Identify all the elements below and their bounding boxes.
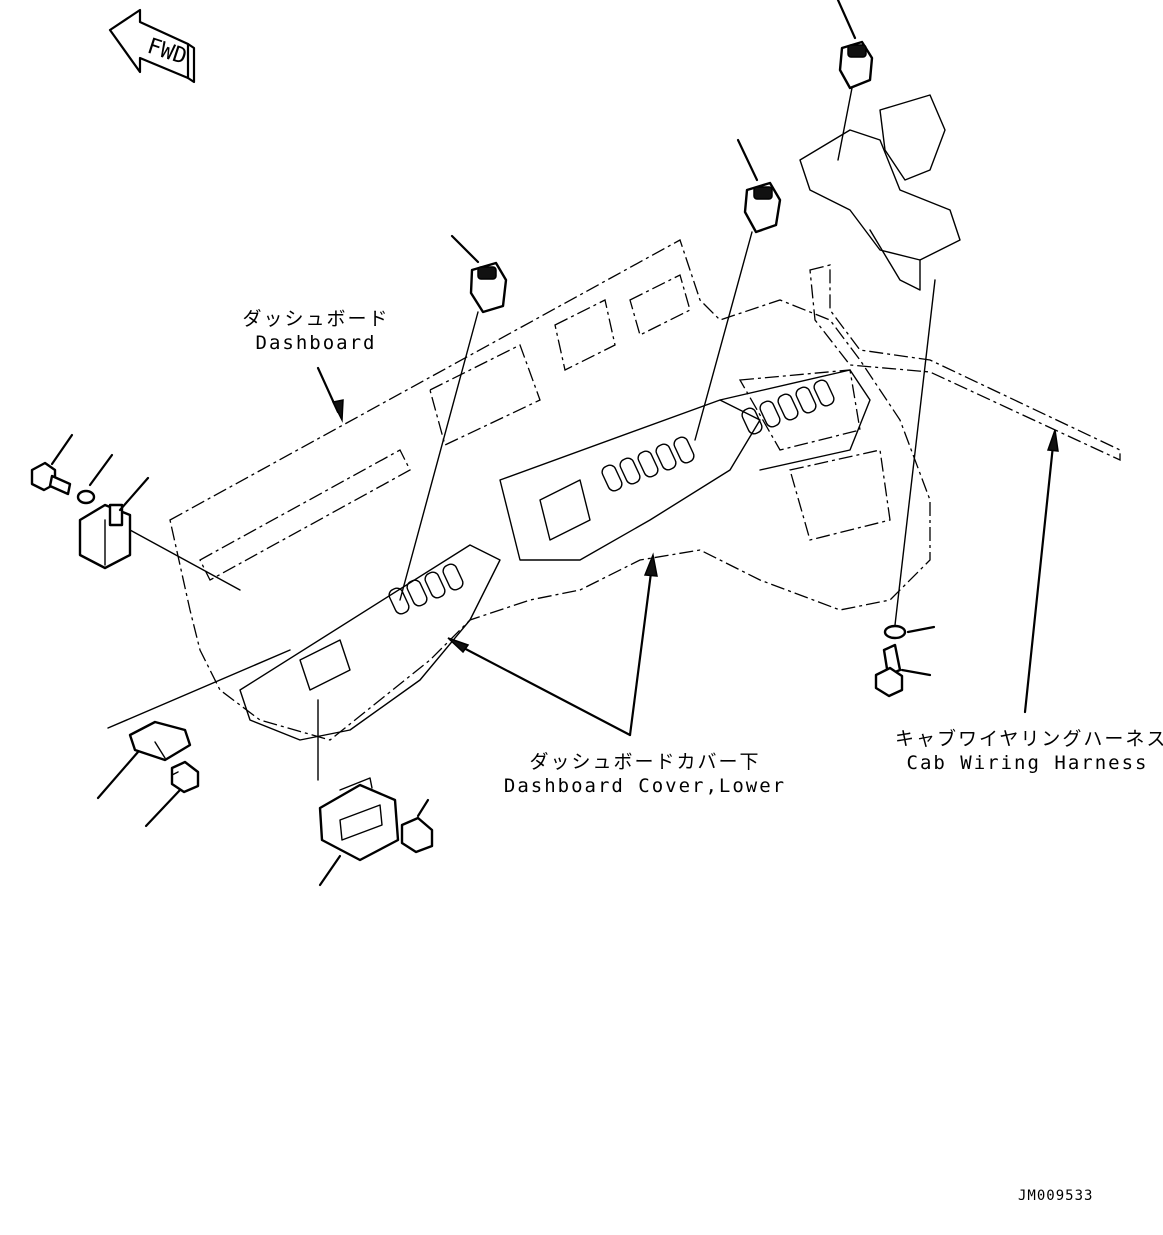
label-cover-en: Dashboard Cover,Lower <box>503 775 787 797</box>
rocker-switch-1 <box>836 0 874 161</box>
screw-bracket <box>144 760 200 828</box>
bolt-right <box>874 643 932 698</box>
label-dashboard-jp: ダッシュボード <box>242 308 390 330</box>
washer-left <box>76 453 114 505</box>
rocker-switch-3 <box>399 234 508 601</box>
label-harness-jp: キャブワイヤリングハーネス <box>895 728 1163 750</box>
leader-cover-right <box>628 552 658 737</box>
rocker-switch-2 <box>694 138 782 441</box>
label-dashboard-cover-lower: ダッシュボードカバー下 Dashboard Cover,Lower <box>500 750 790 798</box>
relay-box <box>317 699 400 887</box>
relay-left <box>78 476 241 591</box>
shift-console <box>799 94 961 291</box>
washer-right <box>883 279 936 640</box>
bracket-switch <box>96 649 291 800</box>
label-harness-en: Cab Wiring Harness <box>906 752 1149 774</box>
leader-dashboard <box>316 366 344 423</box>
fwd-text: FWD <box>144 34 190 70</box>
label-dashboard: ダッシュボード Dashboard <box>236 307 396 355</box>
drawing-code: JM009533 <box>1018 1188 1094 1204</box>
vent-slots-left <box>388 563 464 615</box>
vent-slots-right <box>741 379 835 435</box>
bolt-left <box>30 433 74 496</box>
leader-harness <box>1023 429 1059 714</box>
label-cover-jp: ダッシュボードカバー下 <box>529 751 761 773</box>
vent-slots-center <box>601 436 695 492</box>
cab-wiring-harness <box>809 264 1121 462</box>
label-cab-wiring-harness: キャブワイヤリングハーネス Cab Wiring Harness <box>895 727 1163 775</box>
leader-cover-left <box>447 637 632 737</box>
fwd-arrow-icon: FWD <box>108 8 196 84</box>
screw-relay-box <box>400 798 434 854</box>
dashboard-cover-lower <box>239 369 871 741</box>
label-dashboard-en: Dashboard <box>255 332 377 354</box>
dashboard-outline <box>169 239 931 741</box>
